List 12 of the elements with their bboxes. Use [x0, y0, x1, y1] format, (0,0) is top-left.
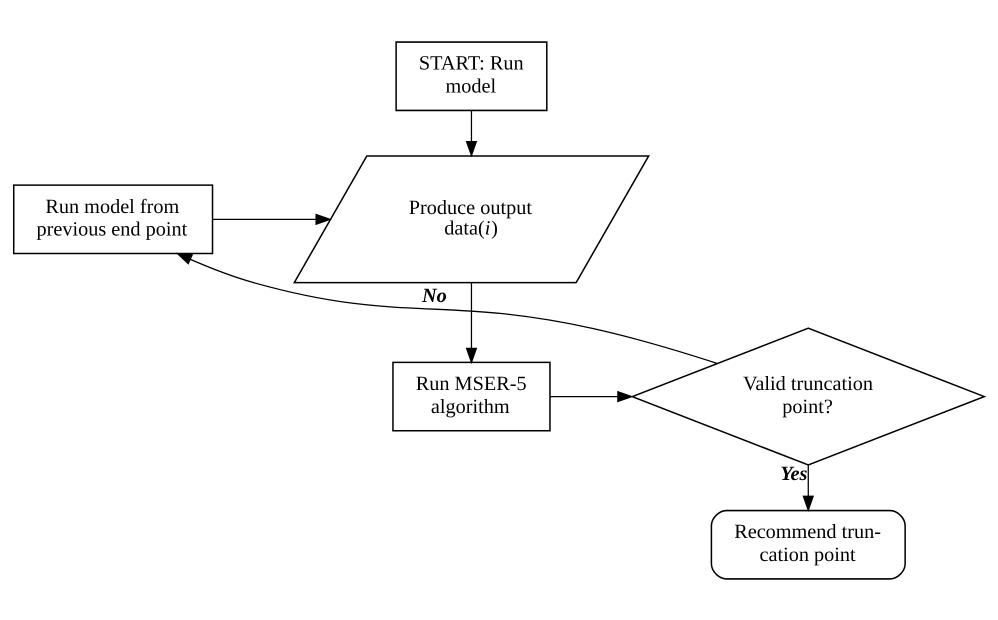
- node-box: START: Run model: [395, 40, 548, 111]
- arrow: [176, 252, 718, 364]
- arrow: [550, 390, 634, 402]
- arrow: [466, 282, 478, 364]
- node-box: Recommend trun- cation point: [710, 509, 906, 580]
- node-box: Run MSER-5 algorithm: [392, 361, 551, 432]
- node-diamond: Valid truncation point?: [630, 326, 986, 466]
- edge-label: No: [422, 284, 447, 306]
- arrow: [802, 464, 814, 512]
- arrow: [466, 110, 478, 157]
- node-box: Run model from previous end point: [12, 184, 214, 254]
- arrow: [212, 213, 332, 225]
